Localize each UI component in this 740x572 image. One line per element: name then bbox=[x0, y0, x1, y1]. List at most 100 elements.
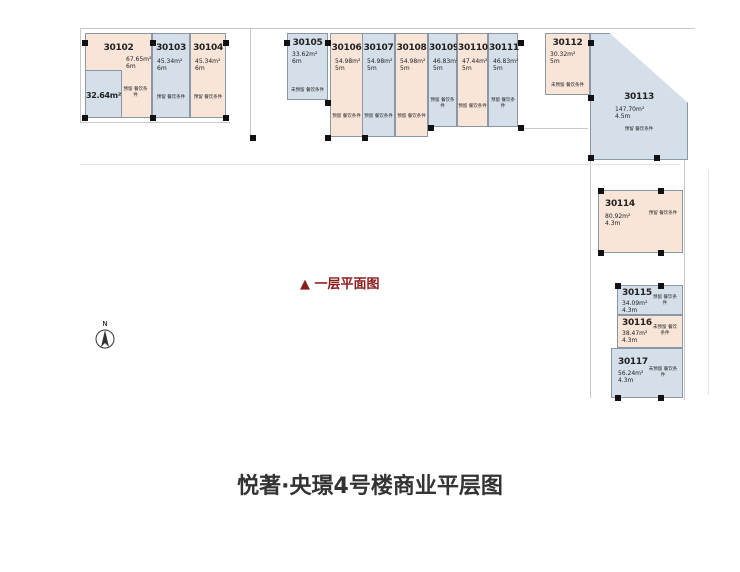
unit-note: 预留 餐饮条件 bbox=[430, 98, 455, 109]
unit-id: 30109 bbox=[429, 43, 459, 53]
column bbox=[362, 135, 368, 141]
unit-id: 30116 bbox=[622, 318, 652, 328]
outer-wall bbox=[80, 122, 230, 123]
unit-note: 预留 餐饮条件 bbox=[648, 211, 678, 216]
unit-area: 32.64m² bbox=[86, 91, 122, 100]
unit-id: 30106 bbox=[331, 43, 362, 53]
unit-id: 30110 bbox=[458, 43, 488, 53]
outer-wall bbox=[684, 160, 685, 400]
unit-id: 30108 bbox=[396, 43, 427, 53]
unit-note: 未预留 餐饮条件 bbox=[291, 88, 324, 93]
column bbox=[654, 155, 660, 161]
column bbox=[588, 155, 594, 161]
unit-note: 预留 餐饮条件 bbox=[397, 114, 426, 119]
unit-note: 预留 餐饮条件 bbox=[653, 295, 677, 306]
page-title: 悦著·央璟4号楼商业平层图 bbox=[237, 474, 503, 499]
outer-wall bbox=[518, 128, 588, 129]
unit-storage[interactable]: 32.64m² bbox=[85, 70, 122, 118]
outer-wall bbox=[80, 28, 695, 29]
unit-note: 预留 餐饮条件 bbox=[624, 127, 654, 132]
column bbox=[598, 188, 604, 194]
column bbox=[658, 395, 664, 401]
unit-note: 预留 餐饮条件 bbox=[458, 104, 487, 109]
column bbox=[325, 100, 331, 106]
column bbox=[658, 283, 664, 289]
unit-note: 预留 餐饮条件 bbox=[491, 98, 515, 109]
column bbox=[428, 125, 434, 131]
unit-note: 未预留 餐饮条件 bbox=[648, 367, 678, 378]
unit-id: 30113 bbox=[624, 92, 654, 102]
unit-note: 未预留 餐饮条件 bbox=[653, 325, 677, 336]
north-arrow: N bbox=[94, 320, 116, 354]
unit-note: 预留 餐饮条件 bbox=[123, 87, 148, 98]
column bbox=[518, 125, 524, 131]
column bbox=[223, 115, 229, 121]
column bbox=[598, 250, 604, 256]
unit-id: 30105 bbox=[292, 38, 323, 48]
unit-id: 30115 bbox=[622, 288, 652, 298]
column bbox=[658, 188, 664, 194]
column bbox=[588, 40, 594, 46]
unit-id: 30112 bbox=[552, 38, 583, 48]
column bbox=[518, 40, 524, 46]
column bbox=[284, 40, 290, 46]
unit-note: 预留 餐饮条件 bbox=[156, 95, 186, 100]
unit-id: 30114 bbox=[605, 199, 635, 209]
column bbox=[82, 40, 88, 46]
unit-id: 30117 bbox=[618, 357, 648, 367]
unit-note: 预留 餐饮条件 bbox=[332, 114, 361, 119]
outer-wall bbox=[250, 28, 251, 140]
column bbox=[250, 135, 256, 141]
column bbox=[223, 40, 229, 46]
column bbox=[325, 40, 331, 46]
compass-icon bbox=[95, 329, 115, 349]
column bbox=[588, 95, 594, 101]
column bbox=[325, 135, 331, 141]
column bbox=[82, 115, 88, 121]
north-label: N bbox=[102, 320, 108, 328]
unit-id: 30102 bbox=[103, 43, 134, 53]
unit-note: 预留 餐饮条件 bbox=[364, 114, 393, 119]
unit-id: 30111 bbox=[489, 43, 519, 53]
column bbox=[658, 250, 664, 256]
grid-line bbox=[708, 170, 709, 395]
unit-id: 30104 bbox=[193, 43, 223, 53]
column bbox=[150, 115, 156, 121]
outer-wall bbox=[590, 160, 591, 398]
unit-note: 未预留 餐饮条件 bbox=[551, 83, 584, 88]
floor-label: ▲ 一层平面图 bbox=[300, 277, 380, 292]
grid-line bbox=[80, 164, 680, 165]
